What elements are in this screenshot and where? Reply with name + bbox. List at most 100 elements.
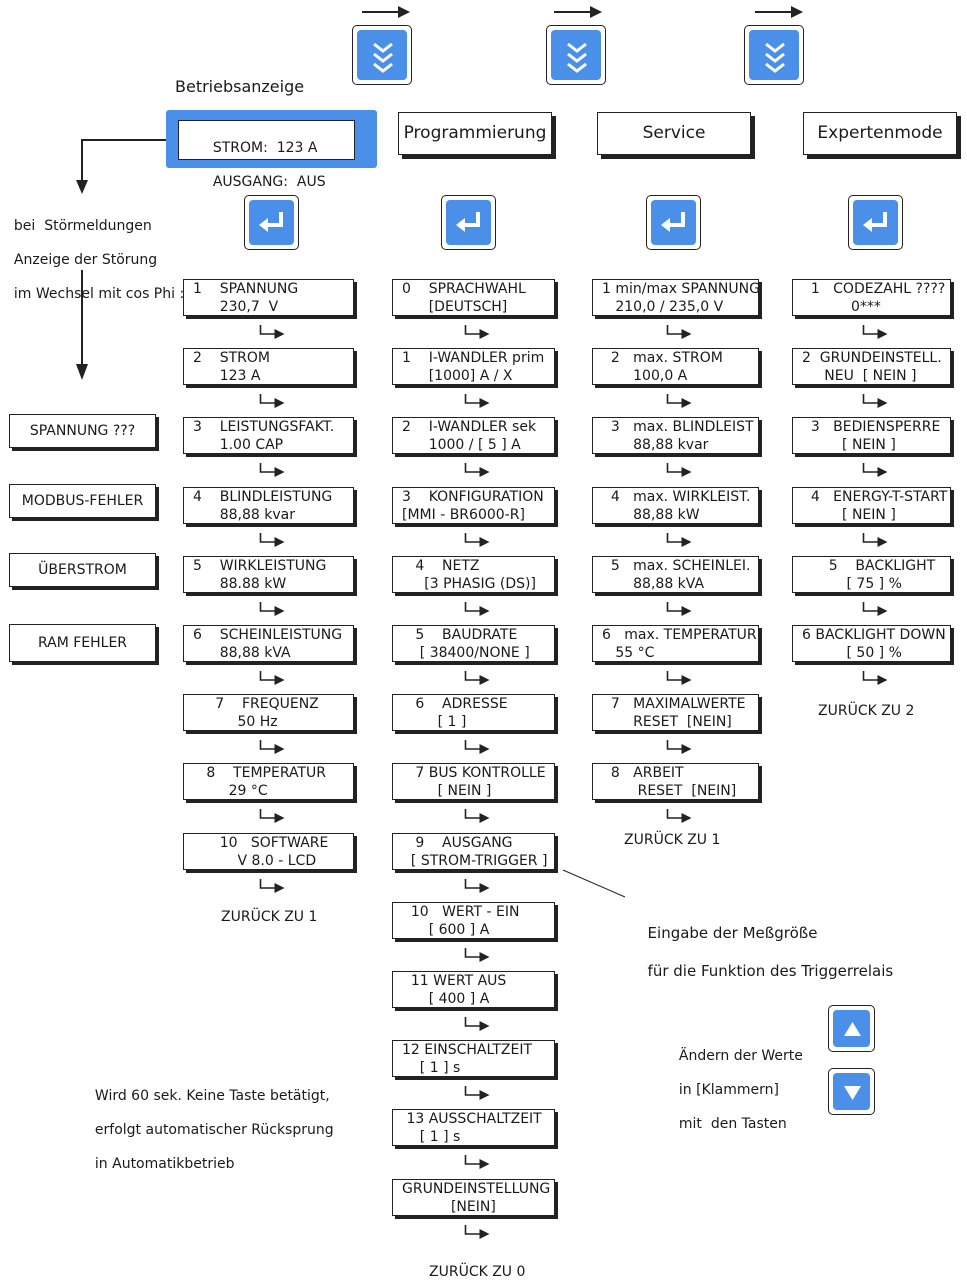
menu-service[interactable]: Service [597, 112, 751, 155]
menu-item-betrieb[interactable]: 3 LEISTUNGSFAKT. 1.00 CAP [183, 417, 354, 454]
step-arrow [862, 325, 880, 335]
step-arrow [666, 809, 684, 819]
menu-item-service[interactable]: 7 MAXIMALWERTE RESET [NEIN] [592, 694, 759, 731]
menu-item-service[interactable]: 6 max. TEMPERATUR 55 °C [592, 625, 759, 662]
step-arrow [666, 325, 684, 335]
menu-item-programmierung[interactable]: 1 I-WANDLER prim [1000] A / X [392, 348, 555, 385]
menu-item-service[interactable]: 8 ARBEIT RESET [NEIN] [592, 763, 759, 800]
menu-item-value: 88,88 kvar [602, 437, 709, 453]
menu-item-betrieb[interactable]: 4 BLINDLEISTUNG 88,88 kvar [183, 487, 354, 524]
scroll-button-3[interactable] [744, 25, 804, 85]
menu-item-title: 7 BUS KONTROLLE [402, 765, 546, 781]
fault-box: SPANNUNG ??? [9, 414, 156, 448]
menu-item-programmierung[interactable]: 10 WERT - EIN [ 600 ] A [392, 902, 555, 939]
menu-item-service[interactable]: 4 max. WIRKLEIST. 88,88 kW [592, 487, 759, 524]
trigger-note-line: Eingabe der Meßgröße [647, 924, 818, 942]
step-arrow-head [681, 813, 692, 823]
step-arrow [464, 671, 482, 681]
scroll-button-1[interactable] [352, 25, 412, 85]
step-arrow [259, 740, 277, 750]
enter-button-experten[interactable] [848, 195, 903, 250]
menu-item-value: 1000 / [ 5 ] A [402, 437, 521, 453]
step-arrow [862, 394, 880, 404]
menu-item-programmierung[interactable]: 3 KONFIGURATION[MMI - BR6000-R] [392, 487, 555, 524]
step-arrow-head [877, 467, 888, 477]
step-arrow [862, 463, 880, 473]
step-arrow-head [681, 467, 692, 477]
menu-item-programmierung[interactable]: 13 AUSSCHALTZEIT [ 1 ] s [392, 1109, 555, 1146]
menu-item-experten[interactable]: 1 CODEZAHL ???? 0*** [792, 279, 951, 316]
step-arrow-head [479, 883, 490, 893]
menu-item-value: 88,88 kVA [602, 576, 705, 592]
menu-item-value: V 8.0 - LCD [193, 853, 317, 869]
menu-item-title: 1 I-WANDLER prim [402, 350, 545, 366]
menu-item-experten[interactable]: 2 GRUNDEINSTELL. NEU [ NEIN ] [792, 348, 951, 385]
menu-item-experten[interactable]: 4 ENERGY-T-START [ NEIN ] [792, 487, 951, 524]
menu-item-betrieb[interactable]: 1 SPANNUNG 230,7 V [183, 279, 354, 316]
step-arrow-head [479, 1229, 490, 1239]
menu-item-programmierung[interactable]: 12 EINSCHALTZEIT [ 1 ] s [392, 1040, 555, 1077]
enter-button-betrieb[interactable] [244, 195, 299, 250]
step-arrow-head [479, 1021, 490, 1031]
menu-item-service[interactable]: 2 max. STROM 100,0 A [592, 348, 759, 385]
menu-item-title: 1 SPANNUNG [193, 281, 299, 297]
menu-item-value: 88,88 kW [602, 507, 700, 523]
arrow-up-icon [844, 1022, 861, 1036]
menu-item-service[interactable]: 5 max. SCHEINLEI. 88,88 kVA [592, 556, 759, 593]
menu-programmierung[interactable]: Programmierung [398, 112, 552, 155]
step-arrow-head [274, 675, 285, 685]
menu-item-betrieb[interactable]: 8 TEMPERATUR 29 °C [183, 763, 354, 800]
step-arrow [464, 394, 482, 404]
menu-item-service[interactable]: 1 min/max SPANNUNG 210,0 / 235,0 V [592, 279, 760, 316]
menu-item-programmierung[interactable]: 2 I-WANDLER sek 1000 / [ 5 ] A [392, 417, 555, 454]
step-arrow [464, 1017, 482, 1027]
step-arrow [259, 602, 277, 612]
fault-note: bei Störmeldungen Anzeige der Störung im… [5, 201, 184, 303]
step-arrow-head [479, 1159, 490, 1169]
step-arrow-head [274, 606, 285, 616]
lcd-line-2: AUSGANG: AUS [212, 174, 326, 190]
step-arrow-head [274, 813, 285, 823]
menu-item-experten[interactable]: 5 BACKLIGHT [ 75 ] % [792, 556, 951, 593]
scroll-button-2[interactable] [546, 25, 606, 85]
step-arrow-head [479, 1090, 490, 1100]
menu-item-title: 1 CODEZAHL ???? [802, 281, 946, 297]
menu-item-betrieb[interactable]: 6 SCHEINLEISTUNG 88,88 kVA [183, 625, 354, 662]
step-arrow-head [274, 467, 285, 477]
menu-item-experten[interactable]: 3 BEDIENSPERRE [ NEIN ] [792, 417, 951, 454]
triple-chevron-down-icon [765, 42, 785, 73]
menu-item-programmierung[interactable]: 4 NETZ [3 PHASIG (DS)] [392, 556, 555, 593]
step-arrow-head [274, 329, 285, 339]
step-arrow-head [479, 329, 490, 339]
lcd-screen: STROM: 123 A AUSGANG: AUS [178, 120, 355, 190]
up-button[interactable] [828, 1005, 875, 1052]
menu-item-programmierung[interactable]: GRUNDEINSTELLUNG [NEIN] [392, 1179, 555, 1216]
menu-item-title: 4 NETZ [402, 558, 480, 574]
menu-item-programmierung[interactable]: 6 ADRESSE [ 1 ] [392, 694, 555, 731]
menu-item-title: 2 max. STROM [602, 350, 723, 366]
menu-item-experten[interactable]: 6 BACKLIGHT DOWN [ 50 ] % [792, 625, 951, 662]
menu-item-title: 8 ARBEIT [602, 765, 684, 781]
step-arrow-head [681, 675, 692, 685]
menu-item-programmierung[interactable]: 5 BAUDRATE [ 38400/NONE ] [392, 625, 555, 662]
step-arrow [464, 602, 482, 612]
menu-item-betrieb[interactable]: 7 FREQUENZ 50 Hz [183, 694, 354, 731]
enter-button-service[interactable] [646, 195, 701, 250]
menu-item-programmierung[interactable]: 0 SPRACHWAHL [DEUTSCH] [392, 279, 555, 316]
step-arrow-head [479, 744, 490, 754]
menu-item-betrieb[interactable]: 5 WIRKLEISTUNG 88.88 kW [183, 556, 354, 593]
down-button[interactable] [828, 1068, 875, 1115]
menu-item-betrieb[interactable]: 10 SOFTWARE V 8.0 - LCD [183, 833, 354, 870]
menu-item-service[interactable]: 3 max. BLINDLEIST 88,88 kvar [592, 417, 759, 454]
enter-button-programmierung[interactable] [441, 195, 496, 250]
menu-item-betrieb[interactable]: 2 STROM 123 A [183, 348, 354, 385]
menu-item-programmierung[interactable]: 7 BUS KONTROLLE [ NEIN ] [392, 763, 555, 800]
enter-icon [661, 212, 685, 232]
menu-item-title: 4 BLINDLEISTUNG [193, 489, 333, 505]
menu-expertenmode[interactable]: Expertenmode [803, 112, 957, 155]
menu-item-programmierung[interactable]: 11 WERT AUS [ 400 ] A [392, 971, 555, 1008]
menu-item-programmierung[interactable]: 9 AUSGANG [ STROM-TRIGGER ] [392, 833, 555, 870]
menu-item-value: 230,7 V [193, 299, 279, 315]
step-arrow [464, 809, 482, 819]
